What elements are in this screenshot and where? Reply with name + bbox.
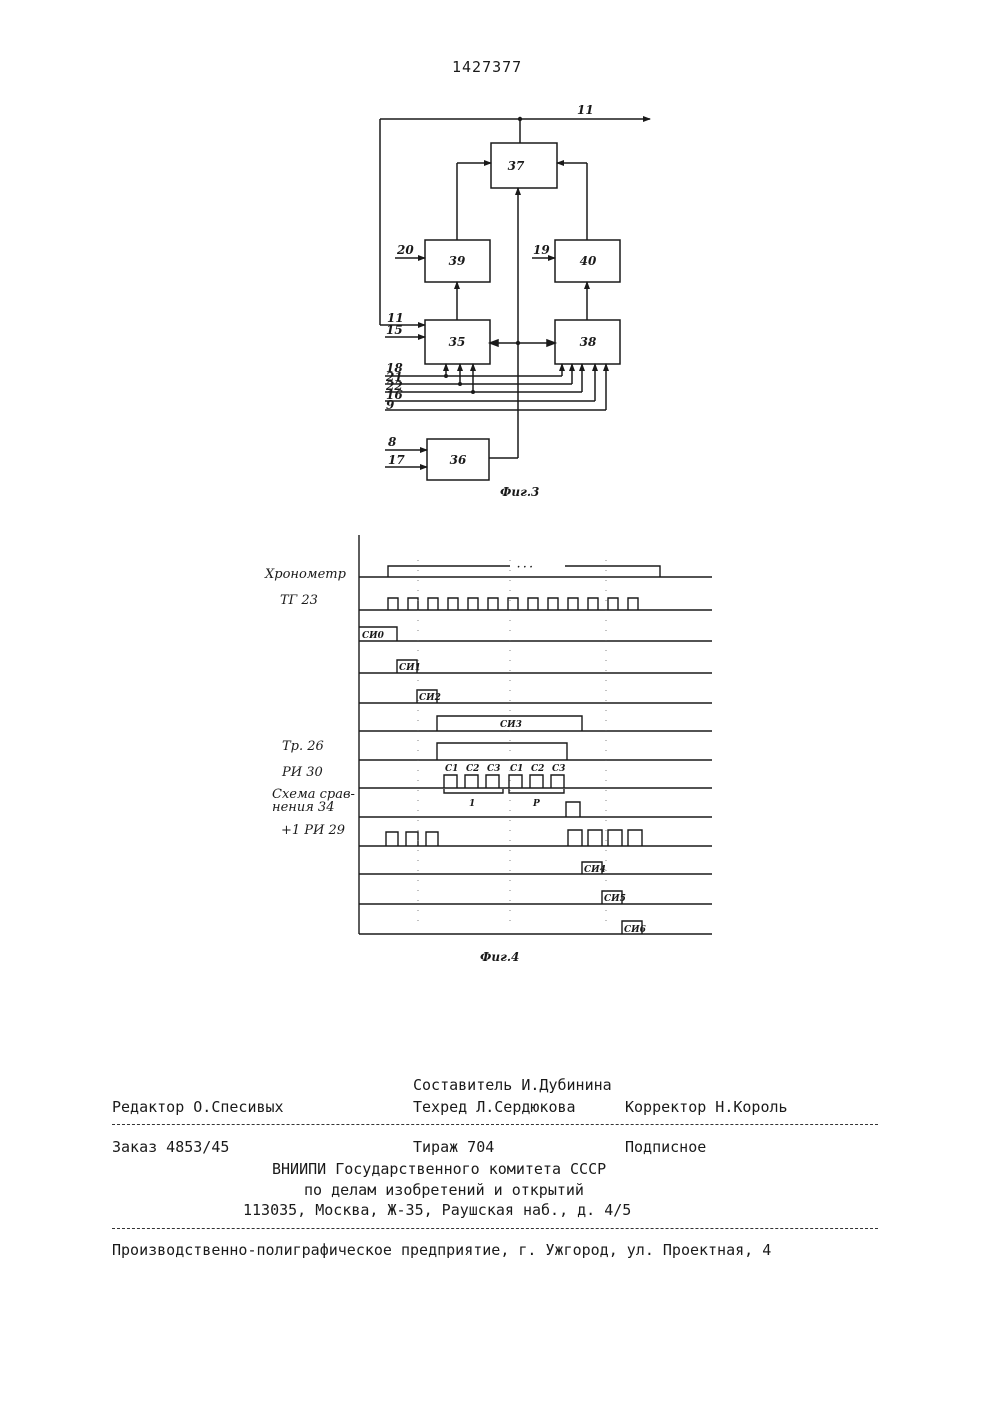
figure-3-block-diagram: 37 39 40 35 38 36 11 20 19 11 15 18 21 2… bbox=[0, 0, 1000, 520]
tag-c3-first: С3 bbox=[487, 764, 500, 774]
signal-out-11: 11 bbox=[577, 103, 594, 117]
block-36-label: 36 bbox=[450, 453, 467, 467]
signal-19: 19 bbox=[533, 243, 550, 257]
figure-4-timing-diagram: Хронометр ТГ 23 Тр. 26 РИ 30 Схема срав-… bbox=[0, 520, 1000, 980]
row-label-ri30: РИ 30 bbox=[281, 765, 323, 780]
tag-c3-second: С3 bbox=[552, 764, 565, 774]
tag-group-p: Р bbox=[532, 799, 540, 809]
signal-15: 15 bbox=[386, 323, 403, 337]
tag-sm3: СИ3 bbox=[500, 720, 522, 730]
imprint-divider-2 bbox=[112, 1228, 878, 1229]
tag-c2-first: С2 bbox=[466, 764, 479, 774]
signal-20: 20 bbox=[396, 243, 414, 257]
block-37-label: 37 bbox=[508, 159, 525, 173]
tag-sm2: СИ2 bbox=[419, 693, 441, 703]
tag-c2-second: С2 bbox=[531, 764, 544, 774]
row-label-tg23: ТГ 23 bbox=[280, 593, 318, 608]
signal-8: 8 bbox=[388, 435, 397, 449]
block-35-label: 35 bbox=[449, 335, 466, 349]
imprint-subscription: Подписное bbox=[625, 1138, 706, 1156]
imprint-compiler: Составитель И.Дубинина bbox=[413, 1076, 612, 1094]
imprint-org-line1: ВНИИПИ Государственного комитета СССР bbox=[272, 1160, 606, 1178]
tag-sm1: СИ1 bbox=[399, 663, 421, 673]
row-label-tr26: Тр. 26 bbox=[282, 739, 324, 754]
tag-sm0: СИ0 bbox=[362, 631, 385, 641]
imprint-printer: Производственно-полиграфическое предприя… bbox=[112, 1241, 771, 1259]
tag-c1-first: С1 bbox=[445, 764, 458, 774]
imprint-address: 113035, Москва, Ж-35, Раушская наб., д. … bbox=[243, 1201, 631, 1219]
tag-group-1: 1 bbox=[469, 799, 475, 809]
signal-9: 9 bbox=[386, 398, 395, 412]
imprint-order: Заказ 4853/45 bbox=[112, 1138, 229, 1156]
row-label-ri29: +1 РИ 29 bbox=[281, 823, 345, 838]
figure-3-caption: Фиг.3 bbox=[500, 485, 539, 499]
imprint-techred: Техред Л.Сердюкова bbox=[413, 1098, 576, 1116]
row-label-comparator-line2: нения 34 bbox=[272, 800, 334, 815]
tag-c1-second: С1 bbox=[510, 764, 523, 774]
imprint-org-line2: по делам изобретений и открытий bbox=[304, 1181, 584, 1199]
signal-17: 17 bbox=[388, 453, 405, 467]
imprint-corrector: Корректор Н.Король bbox=[625, 1098, 788, 1116]
block-38-label: 38 bbox=[580, 335, 597, 349]
tag-sm4: СИ4 bbox=[584, 865, 606, 875]
imprint-circulation: Тираж 704 bbox=[413, 1138, 494, 1156]
imprint-editor: Редактор О.Спесивых bbox=[112, 1098, 284, 1116]
figure-4-caption: Фиг.4 bbox=[480, 950, 519, 964]
block-39-label: 39 bbox=[449, 254, 466, 268]
imprint-divider-1 bbox=[112, 1124, 878, 1125]
block-40-label: 40 bbox=[580, 254, 597, 268]
tag-sm6: СИ6 bbox=[624, 925, 647, 935]
tag-sm5: СИ5 bbox=[604, 894, 626, 904]
chronometer-ellipsis: · · · bbox=[517, 563, 533, 573]
row-label-chronometer: Хронометр bbox=[264, 567, 347, 582]
